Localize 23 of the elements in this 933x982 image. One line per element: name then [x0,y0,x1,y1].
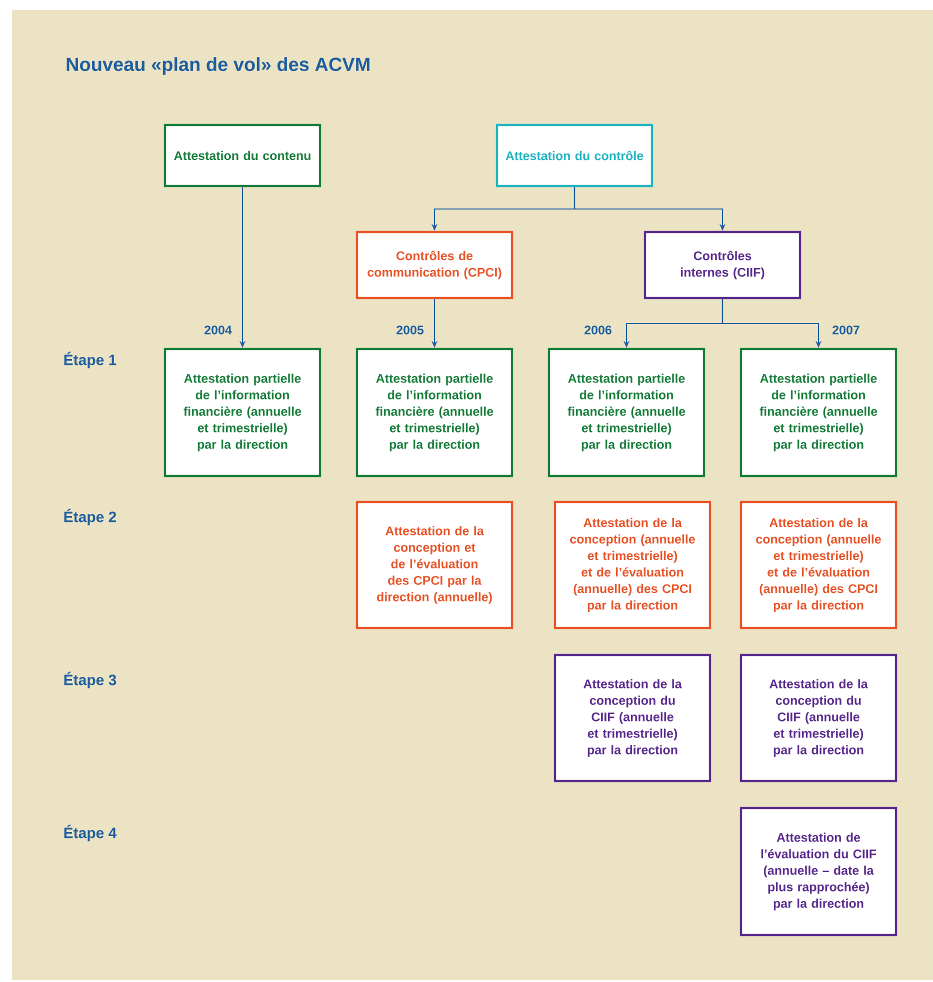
box: Attestation partielle de l’information financière (annuelle et trimestrielle) par la direction [164,348,322,478]
year-label: 2004 [204,326,232,334]
box: Attestation de la conception et de l’évaluation des CPCI par la direction (annuelle) [356,500,514,630]
box: Contrôles de communication (CPCI) [356,230,514,300]
year-label: 2006 [584,326,612,334]
box: Attestation partielle de l’information financière (annuelle et trimestrielle) par la direction [356,348,514,478]
stage-label: Étape 2 [64,508,116,526]
title: Nouveau «plan de vol» des ACVM [66,57,370,75]
box: Attestation de la conception (annuelle et trimestrielle) et de l’évaluation (annuelle) des CPCI par la direction [740,500,898,630]
box: Attestation de la conception du CIIF (annuelle et trimestrielle) par la direction [554,654,712,782]
box: Attestation du contrôle [496,124,654,188]
stage-label: Étape 3 [64,672,116,688]
box: Attestation partielle de l’information financière (annuelle et trimestrielle) par la direction [548,348,706,478]
box: Attestation partielle de l’information financière (annuelle et trimestrielle) par la direction [740,348,898,478]
box: Attestation du contenu [164,124,322,188]
box: Attestation de la conception du CIIF (annuelle et trimestrielle) par la direction [740,654,898,782]
box: Contrôles internes (CIIF) [644,230,802,300]
year-label: 2007 [832,326,860,334]
stage-label: Étape 1 [64,352,116,368]
year-label: 2005 [396,326,424,334]
box: Attestation de l’évaluation du CIIF (annuelle – date la plus rapprochée) par la direction [740,806,898,936]
box: Attestation de la conception (annuelle et trimestrielle) et de l’évaluation (annuelle) des CPCI par la direction [554,500,712,630]
stage-label: Étape 4 [64,824,117,842]
